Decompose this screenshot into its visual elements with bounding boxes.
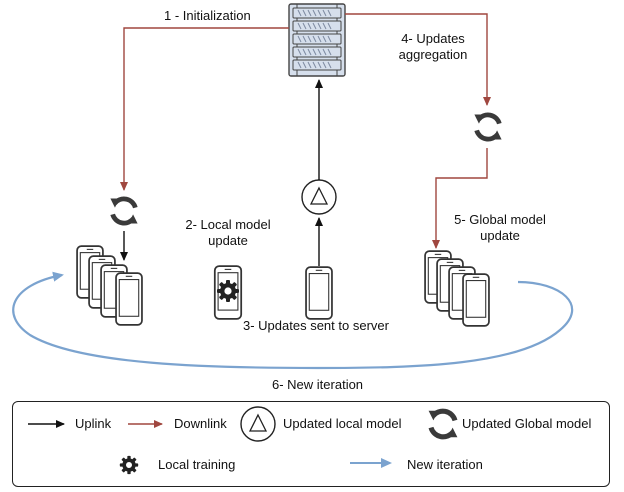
legend-uplink-label: Uplink [75,416,112,431]
step-aggregation-line1: 4- Updates [401,31,465,46]
step-local-update-line1: 2- Local model [185,217,271,232]
step-new-iteration-label: 6- New iteration [272,377,364,392]
initialization-downlink-arrow [120,27,289,191]
legend-downlink-label: Downlink [174,416,227,431]
step-local-update-label: 2- Local model update [176,217,280,249]
triangle-icon [301,179,337,215]
legend-updated-local-label: Updated local model [283,416,402,431]
local-training-device [213,265,243,320]
step-aggregation-label: 4- Updates aggregation [388,31,478,63]
aggregation-downlink-arrow [345,13,491,106]
step-local-update-line2: update [208,233,248,248]
legend-box [12,401,610,487]
step-initialization-label: 1 - Initialization [164,8,251,23]
legend-new-iteration-label: New iteration [407,457,483,472]
legend-triangle-icon [240,406,276,442]
legend-local-training-label: Local training [158,457,236,472]
step-sent-to-server-label: 3- Updates sent to server [243,318,389,333]
legend-updated-global-label: Updated Global model [462,416,592,431]
step-global-update-line1: 5- Global model [454,212,546,227]
step-global-update-label: 5- Global model update [444,212,556,244]
device-stack-left [76,245,143,326]
sync-icon-right [474,115,501,140]
step-aggregation-line2: aggregation [398,47,468,62]
smartphone-icon [305,266,333,320]
device-stack-right [424,250,490,327]
sync-icon [110,199,137,224]
step-global-update-line2: update [480,228,520,243]
global-update-downlink-arrow [432,148,488,249]
new-iteration-loop [12,271,574,370]
gear-icon [217,280,239,302]
server-icon [288,3,346,77]
